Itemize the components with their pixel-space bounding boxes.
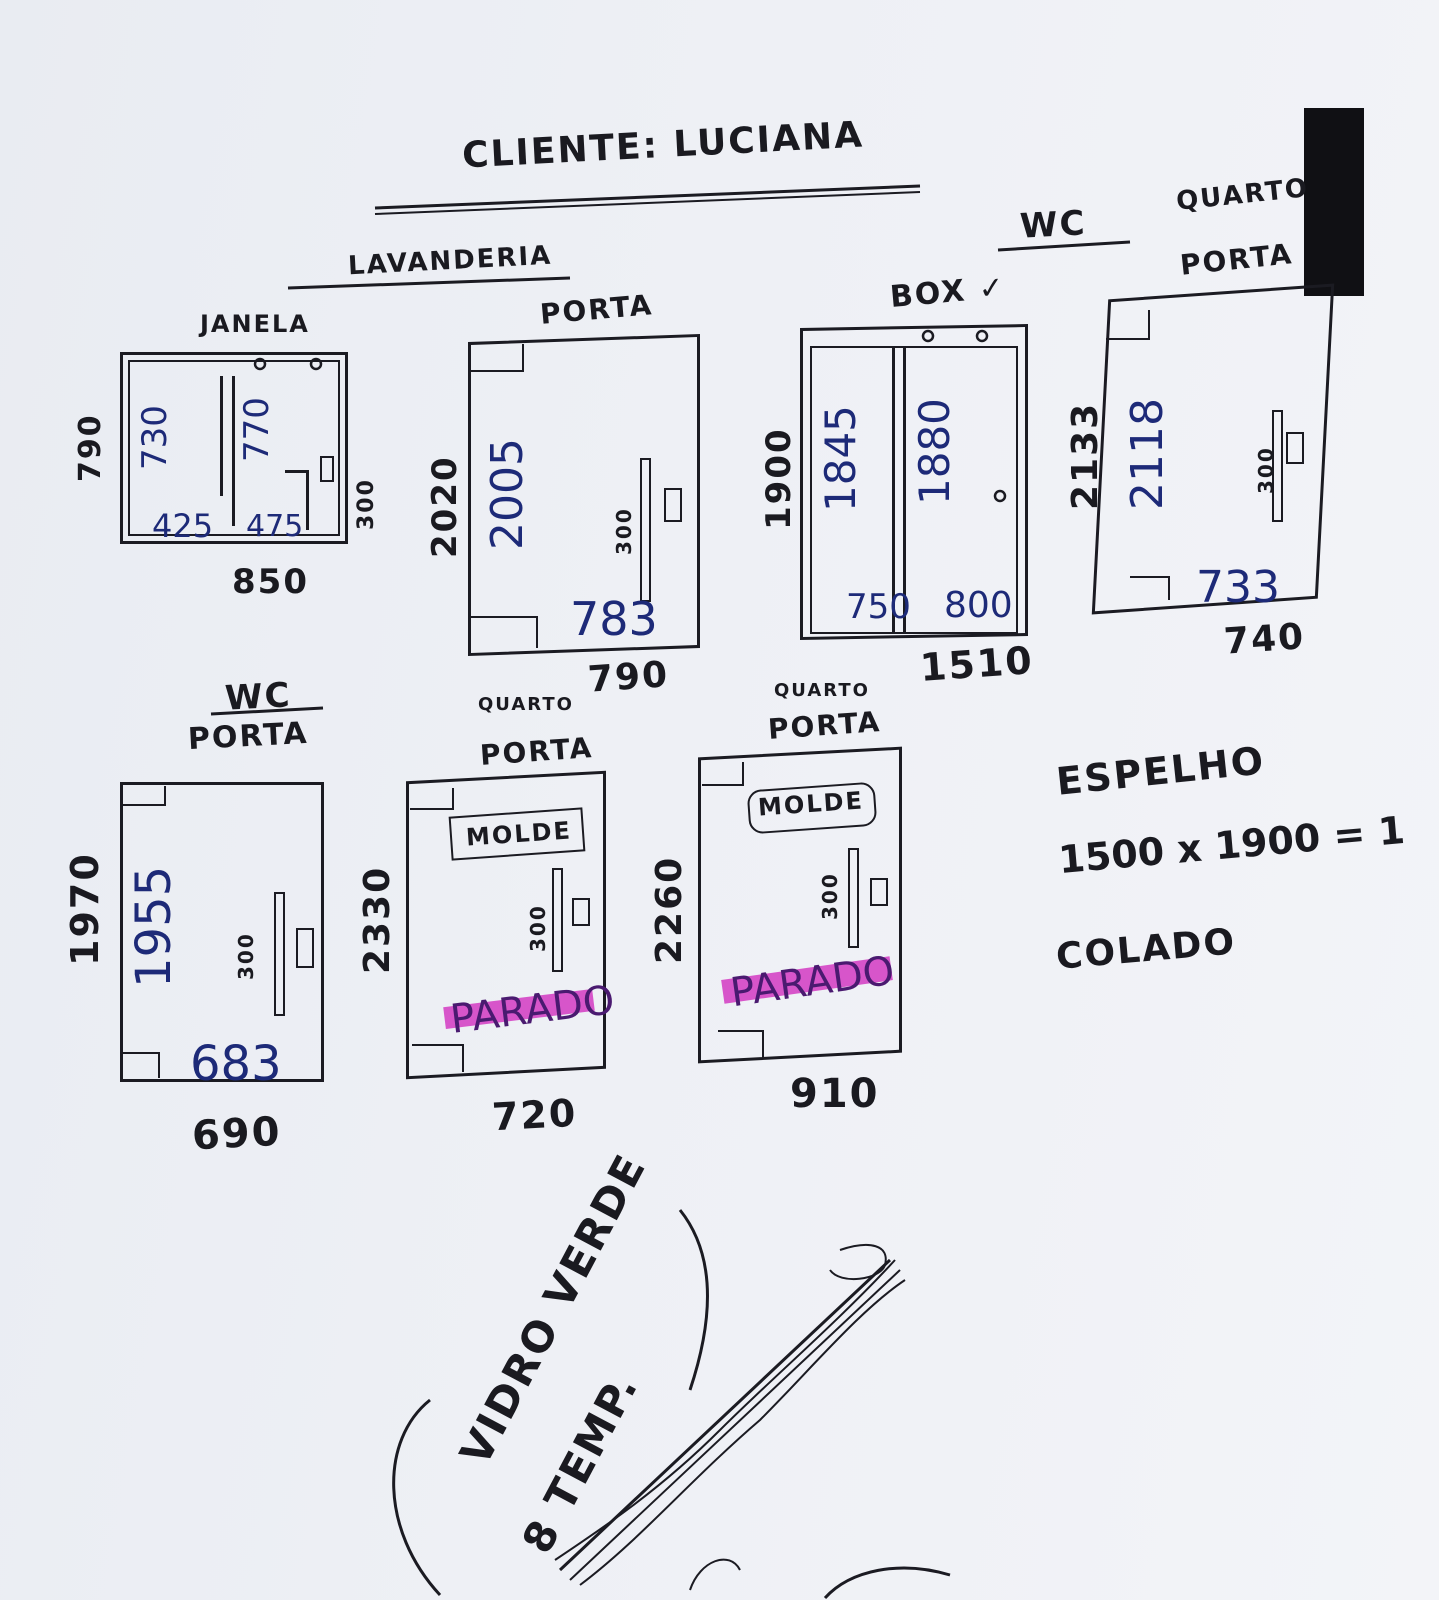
box-width: 1510 — [918, 638, 1036, 690]
page-title: CLIENTE: LUCIANA — [461, 114, 865, 177]
janela-drawing — [120, 352, 352, 548]
janela-handle-size: 300 — [354, 478, 379, 530]
porta-quarto1-inner-height: 2118 — [1122, 398, 1173, 510]
janela-left-width: 425 — [152, 507, 214, 545]
porta-lav-width: 790 — [586, 654, 671, 701]
colado-note: COLADO — [1054, 921, 1238, 978]
porta-quarto1-drawing — [1091, 283, 1335, 615]
porta-quarto3-width: 910 — [790, 1071, 880, 1117]
porta-wc-handle-size: 300 — [234, 932, 258, 980]
porta-quarto1-handle-size: 300 — [1254, 446, 1278, 494]
box-right-width: 800 — [944, 585, 1013, 626]
vidro-note-bracket — [392, 1209, 709, 1597]
porta-lav-inner-width: 783 — [570, 592, 658, 646]
scribble-out — [554, 1244, 906, 1591]
porta-quarto1-top-label: QUARTO — [1174, 173, 1311, 217]
porta-lav-label: PORTA — [538, 288, 655, 331]
espelho-dimensions: 1500 x 1900 = 1 — [1056, 807, 1407, 883]
porta-lav-handle-size: 300 — [612, 507, 636, 555]
box-left-height: 1845 — [816, 405, 865, 512]
porta-quarto2-molde: MOLDE — [465, 816, 573, 852]
janela-width: 850 — [232, 562, 309, 602]
porta-wc-inner-width: 683 — [190, 1036, 282, 1092]
janela-height: 790 — [73, 413, 108, 482]
espelho-note: ESPELHO — [1054, 738, 1268, 804]
black-edge-band — [1304, 108, 1364, 296]
box-left-width: 750 — [846, 587, 911, 627]
porta-quarto2-top-label: QUARTO — [478, 694, 574, 715]
porta-quarto1-height: 2133 — [1065, 401, 1106, 510]
box-label: BOX ✓ — [888, 270, 1008, 315]
porta-lav-height: 2020 — [425, 455, 465, 558]
porta-quarto3-molde: MOLDE — [757, 786, 865, 822]
janela-left-height: 730 — [135, 405, 175, 470]
scribble-bottom-right — [823, 1566, 951, 1599]
porta-wc-drawing — [120, 782, 324, 1082]
porta-quarto3-drawing — [698, 746, 908, 1064]
wc-top-underline — [997, 240, 1131, 252]
porta-lav-drawing — [468, 333, 700, 657]
porta-quarto3-label: PORTA — [766, 705, 883, 746]
box-height: 1900 — [759, 427, 799, 530]
porta-wc-label: PORTA — [187, 715, 310, 758]
title-underline — [374, 184, 921, 215]
wc-bottom-underline — [210, 706, 324, 716]
porta-quarto3-height: 2260 — [649, 855, 690, 964]
porta-quarto2-handle-size: 300 — [526, 904, 550, 952]
porta-quarto2-drawing — [406, 770, 612, 1080]
porta-quarto2-width: 720 — [490, 1090, 579, 1140]
porta-wc-width: 690 — [190, 1108, 283, 1160]
janela-right-height: 770 — [237, 397, 277, 462]
porta-quarto1-inner-width: 733 — [1196, 562, 1280, 613]
porta-quarto2-label: PORTA — [478, 731, 595, 772]
janela-label: JANELA — [200, 310, 310, 338]
porta-lav-inner-height: 2005 — [482, 438, 533, 550]
box-drawing — [800, 324, 1030, 642]
janela-right-width: 475 — [246, 509, 304, 544]
lavanderia-underline — [287, 276, 571, 290]
porta-wc-inner-height: 1955 — [126, 865, 182, 988]
porta-quarto3-top-label: QUARTO — [774, 680, 870, 701]
box-right-height: 1880 — [910, 398, 959, 505]
porta-quarto1-label: PORTA — [1178, 237, 1295, 282]
porta-wc-height: 1970 — [63, 852, 107, 966]
porta-quarto1-width: 740 — [1222, 616, 1307, 663]
porta-quarto3-handle-size: 300 — [818, 872, 842, 920]
porta-quarto2-height: 2330 — [357, 865, 398, 974]
